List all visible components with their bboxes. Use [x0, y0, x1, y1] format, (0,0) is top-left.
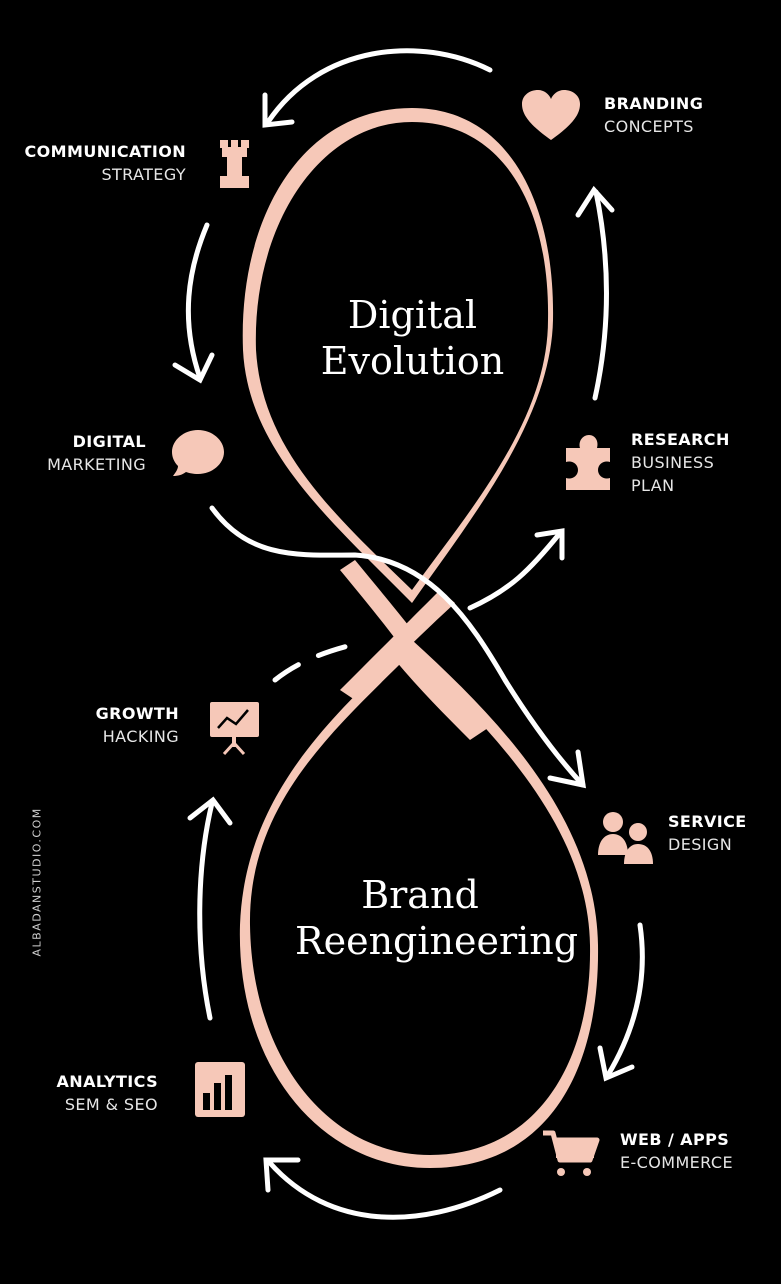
- node-analytics: ANALYTICS SEM & SEO: [10, 1070, 158, 1116]
- node-subtitle: MARKETING: [47, 455, 146, 474]
- arrow-growth-to-research: [272, 640, 363, 683]
- node-digital: DIGITAL MARKETING: [10, 430, 146, 476]
- node-service: SERVICE DESIGN: [668, 810, 778, 856]
- node-title: COMMUNICATION: [24, 142, 186, 161]
- node-title: ANALYTICS: [56, 1072, 158, 1091]
- arrow-digital-to-service: [209, 505, 586, 788]
- node-branding: BRANDING CONCEPTS: [604, 92, 774, 138]
- node-title: BRANDING: [604, 94, 704, 113]
- arrowhead-7: [263, 1157, 301, 1193]
- infinity-ribbon: [239, 108, 599, 1168]
- heart-icon: [522, 90, 580, 140]
- speech-bubble-icon: [172, 430, 224, 476]
- bottom-title-line2: Reengineering: [295, 919, 579, 963]
- top-title-line2: Evolution: [320, 339, 505, 383]
- crossing-band-c: [340, 590, 455, 700]
- bottom-title-line1: Brand: [361, 873, 479, 917]
- arrow-research-to-branding: [592, 189, 609, 401]
- presentation-chart-icon: [210, 702, 259, 756]
- node-subtitle-2: PLAN: [631, 476, 675, 495]
- top-title-line1: Digital: [347, 293, 478, 337]
- arrow-web-to-analytics: [267, 1160, 503, 1220]
- top-loop-title: Digital Evolution: [300, 292, 525, 384]
- node-subtitle: CONCEPTS: [604, 117, 694, 136]
- arrowhead-5: [575, 185, 615, 218]
- arrowhead-2: [172, 352, 215, 384]
- arrow-communication-to-digital: [185, 222, 210, 381]
- people-icon: [598, 812, 653, 864]
- arrowhead-1: [262, 92, 295, 128]
- node-subtitle: STRATEGY: [101, 165, 186, 184]
- node-subtitle: DESIGN: [668, 835, 733, 854]
- node-research: RESEARCH BUSINESS PLAN: [631, 428, 776, 497]
- arrow-branding-to-communication: [265, 48, 493, 125]
- node-subtitle: SEM & SEO: [64, 1095, 158, 1114]
- arrow-growth-to-research-2: [467, 530, 563, 611]
- node-title: SERVICE: [668, 812, 747, 831]
- node-title: DIGITAL: [72, 432, 146, 451]
- flow-arrows: [172, 48, 645, 1220]
- arrowhead-3: [547, 749, 587, 789]
- arrow-analytics-to-growth: [197, 800, 215, 1021]
- crossing-band-b: [395, 645, 488, 740]
- bar-chart-icon: [195, 1062, 245, 1117]
- node-subtitle: E-COMMERCE: [620, 1153, 733, 1172]
- chess-rook-icon: [220, 140, 249, 188]
- node-title: WEB / APPS: [620, 1130, 730, 1149]
- puzzle-piece-icon: [566, 435, 610, 490]
- bottom-loop-title: Brand Reengineering: [295, 872, 579, 964]
- arrow-service-to-web: [605, 922, 645, 1078]
- node-communication: COMMUNICATION STRATEGY: [10, 140, 186, 186]
- node-subtitle: HACKING: [102, 727, 179, 746]
- node-title: RESEARCH: [631, 430, 730, 449]
- arrowhead-4: [534, 528, 565, 561]
- arrowhead-8: [187, 796, 233, 826]
- node-title: GROWTH: [95, 704, 179, 723]
- icons: [172, 90, 653, 1176]
- arrowhead-6: [597, 1045, 635, 1082]
- watermark-text: ALBADANSTUDIO.COM: [30, 807, 44, 957]
- crossing-band-a: [340, 560, 412, 645]
- node-subtitle: BUSINESS: [631, 453, 715, 472]
- node-web: WEB / APPS E-COMMERCE: [620, 1128, 778, 1174]
- node-growth: GROWTH HACKING: [10, 702, 179, 748]
- shopping-cart-icon: [543, 1130, 600, 1176]
